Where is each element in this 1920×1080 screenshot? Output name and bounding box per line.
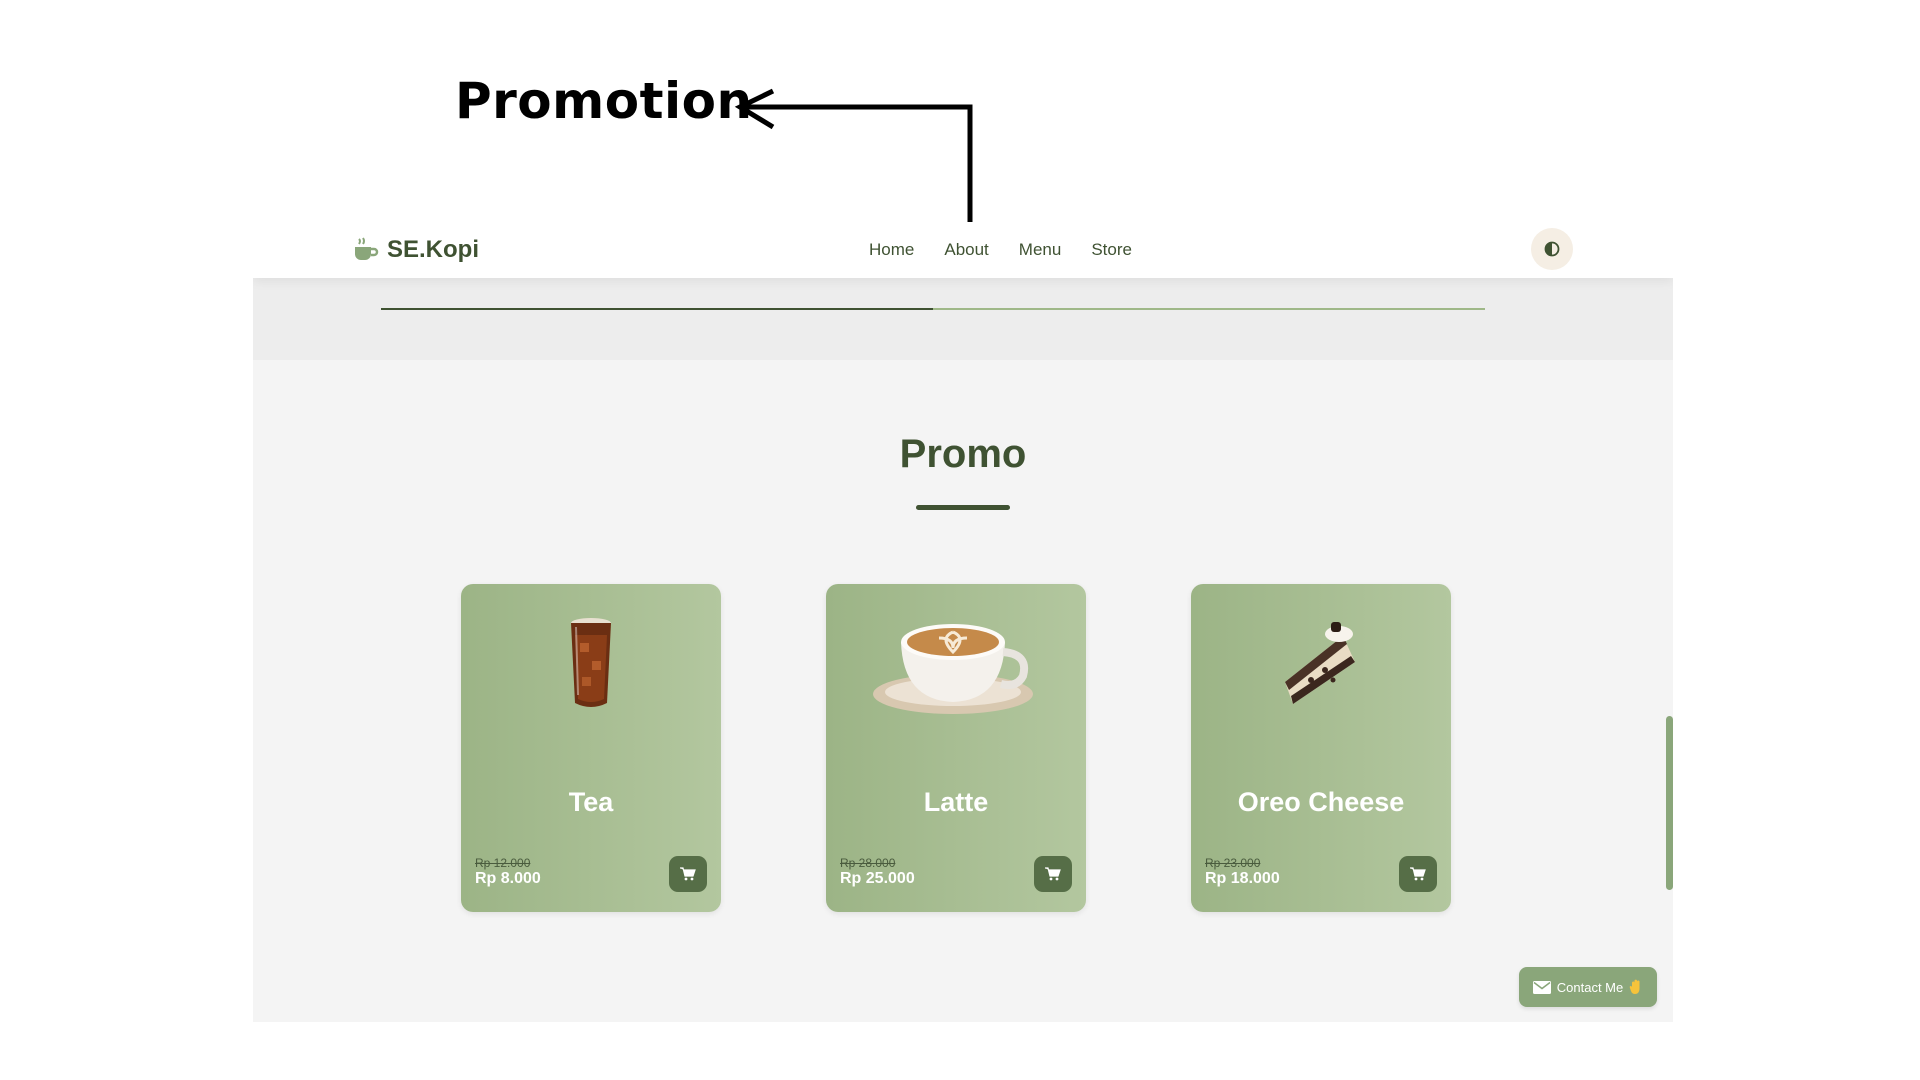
brand-name: SE.Kopi — [387, 236, 480, 263]
theme-toggle-button[interactable] — [1531, 228, 1573, 270]
old-price: Rp 23.000 — [1205, 856, 1261, 870]
scroll-progress-fill — [381, 308, 933, 310]
product-card-tea[interactable]: Tea Rp 12.000 Rp 8.000 — [461, 584, 721, 912]
product-name: Latte — [923, 787, 989, 817]
contrast-icon — [1544, 241, 1560, 257]
contact-label: Contact Me — [1556, 979, 1624, 995]
product-card-latte[interactable]: Latte Rp 28.000 Rp 25.000 — [826, 584, 1086, 912]
nav-link-menu[interactable]: Menu — [1018, 240, 1062, 259]
cart-icon — [680, 867, 696, 881]
cart-icon — [1410, 867, 1426, 881]
scrollbar-thumb[interactable] — [1666, 716, 1673, 890]
cart-icon — [1045, 867, 1061, 881]
header-band — [253, 278, 1673, 360]
mail-icon — [1532, 980, 1551, 994]
old-price: Rp 12.000 — [475, 856, 531, 870]
cake-slice-icon — [1285, 622, 1355, 704]
new-price: Rp 25.000 — [840, 870, 915, 887]
add-to-cart-button[interactable] — [1399, 856, 1437, 892]
navbar: SE.Kopi Home About Menu Store — [253, 222, 1673, 278]
nav-links: Home About Menu Store — [869, 240, 1132, 260]
scroll-progress-bar — [381, 308, 1485, 310]
add-to-cart-button[interactable] — [1034, 856, 1072, 892]
nav-link-home[interactable]: Home — [869, 240, 915, 259]
add-to-cart-button[interactable] — [669, 856, 707, 892]
nav-link-store[interactable]: Store — [1091, 240, 1132, 259]
latte-cup-icon — [873, 624, 1033, 714]
coffee-cup-icon — [355, 237, 379, 260]
waving-hand-icon — [1629, 979, 1640, 994]
nav-link-about[interactable]: About — [944, 240, 989, 259]
promo-cards: Tea Rp 12.000 Rp 8.000 — [461, 584, 1451, 912]
product-card-oreo-cheese[interactable]: Oreo Cheese Rp 23.000 Rp 18.000 — [1191, 584, 1451, 912]
website-viewport: SE.Kopi Home About Menu Store Promo — [253, 222, 1673, 1022]
product-name: Tea — [568, 787, 614, 817]
new-price: Rp 18.000 — [1205, 870, 1280, 887]
old-price: Rp 28.000 — [840, 856, 896, 870]
product-name: Oreo Cheese — [1237, 787, 1405, 817]
title-underline — [916, 505, 1010, 510]
annotation-label: Promotion — [455, 72, 753, 130]
section-title: Promo — [899, 432, 1027, 476]
contact-me-button[interactable]: Contact Me — [1519, 967, 1657, 1007]
new-price: Rp 8.000 — [475, 870, 541, 887]
brand[interactable]: SE.Kopi — [351, 236, 479, 264]
iced-tea-glass-icon — [571, 618, 611, 707]
